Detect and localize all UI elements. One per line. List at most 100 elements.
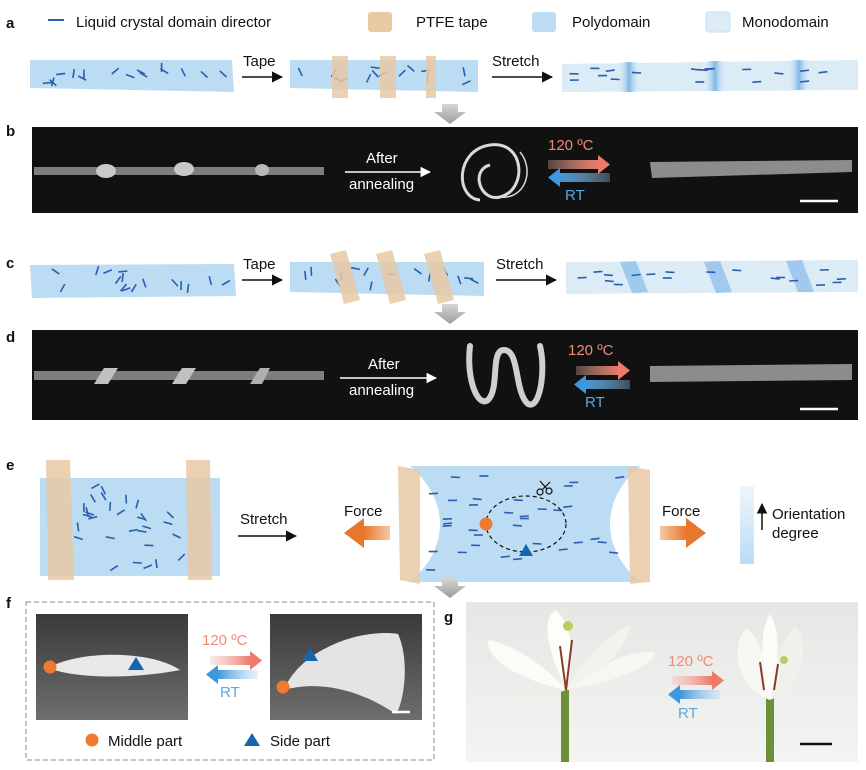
legend-director-label: Liquid crystal domain director [76, 14, 271, 31]
director-mark [121, 273, 124, 283]
director-mark [142, 278, 147, 288]
scissors-icon [536, 480, 553, 496]
panel-e: e Stretch Force Force Orientation degree [6, 457, 845, 598]
director-mark [91, 483, 100, 490]
middle-part-marker [479, 517, 493, 531]
director-mark [171, 278, 179, 287]
director-mark [504, 511, 514, 514]
director-mark [597, 541, 607, 544]
poly-band-a3 [788, 60, 810, 90]
panel-d: d After annealing 120 ºC RT [6, 329, 858, 420]
director-mark [172, 533, 182, 539]
director-mark [512, 524, 522, 527]
panel-label-f: f [6, 595, 12, 612]
side-part-marker [519, 544, 533, 556]
temp-hot-label-g: 120 ºC [668, 653, 714, 670]
director-mark [469, 278, 479, 285]
poly-band-a1 [618, 62, 640, 92]
director-mark [77, 75, 87, 81]
director-mark [512, 557, 523, 561]
coiled-film-b [460, 143, 528, 202]
director-mark [604, 279, 614, 283]
director-mark [593, 270, 603, 273]
director-mark [100, 491, 107, 501]
panel-label-d: d [6, 329, 15, 346]
director-mark [103, 269, 113, 274]
middle-part-marker [276, 680, 290, 694]
director-mark [116, 509, 126, 516]
tape-twist-d2 [172, 368, 196, 384]
director-mark [363, 267, 369, 276]
panel-label-g: g [444, 609, 453, 626]
director-mark [563, 505, 573, 508]
ptfe-tape-e4 [628, 466, 650, 584]
director-mark [603, 273, 613, 277]
ptfe-tape-e3 [398, 466, 420, 584]
cool-arrowhead-icon [668, 685, 680, 704]
director-mark [125, 73, 135, 79]
tape-twist-d1 [94, 368, 118, 384]
side-part-marker [302, 648, 318, 661]
director-mark [159, 68, 169, 75]
director-mark [142, 525, 152, 530]
director-mark [789, 279, 799, 282]
cool-arrowhead-icon [206, 665, 218, 684]
panel-label-b: b [6, 123, 15, 140]
temp-hot-label-f: 120 ºC [202, 632, 248, 649]
flat-film-f [48, 654, 180, 677]
director-marks-c1 [51, 266, 231, 293]
director-mark [472, 497, 482, 501]
force-arrow-right-icon [660, 526, 686, 540]
director-mark [297, 67, 303, 77]
down-arrow-icon [434, 578, 466, 598]
force-arrowhead-right-icon [686, 518, 706, 548]
panel-g: g 120 ºC RT [444, 602, 858, 762]
temp-hot-label-d: 120 ºC [568, 342, 614, 359]
director-mark [208, 276, 213, 286]
heat-arrowhead-icon [250, 651, 262, 670]
director-mark [59, 283, 66, 293]
heat-arrow-icon [210, 656, 250, 665]
orientation-gradient-bar [740, 486, 754, 564]
director-mark [532, 542, 542, 545]
step-stretch-label-e: Stretch [240, 511, 288, 528]
photo-g [466, 602, 858, 762]
cool-arrow-icon [560, 173, 610, 182]
director-mark [51, 268, 60, 275]
director-mark [462, 67, 466, 77]
mono-legend-swatch [705, 11, 731, 33]
director-mark [513, 499, 523, 502]
director-mark [558, 548, 568, 551]
director-mark [631, 71, 642, 74]
poly-band-c1 [620, 261, 648, 293]
director-mark [221, 279, 231, 286]
director-mark [428, 492, 438, 495]
after-label-d: After [368, 356, 400, 373]
director-mark [136, 69, 146, 75]
director-mark [137, 529, 147, 533]
director-mark [95, 266, 100, 276]
director-mark [219, 70, 228, 78]
director-mark [443, 522, 453, 525]
director-marks-a1 [42, 62, 228, 87]
director-mark [166, 511, 175, 519]
director-mark [128, 528, 138, 532]
director-mark [111, 67, 120, 75]
director-mark [609, 551, 619, 554]
heat-arrow-icon [576, 366, 620, 375]
panel-label-a: a [6, 15, 15, 32]
degree-label: degree [772, 525, 819, 542]
force-arrowhead-left-icon [344, 518, 364, 548]
force-arrow-left-icon [364, 526, 390, 540]
director-mark [500, 555, 510, 558]
director-mark [369, 281, 373, 291]
director-mark [450, 476, 460, 479]
cool-arrowhead-icon [548, 168, 560, 187]
middle-part-marker [43, 660, 57, 674]
legend-poly-label: Polydomain [572, 14, 650, 31]
ptfe-tape-a2 [380, 56, 396, 98]
director-mark [462, 80, 471, 86]
force-label-left: Force [344, 503, 382, 520]
flat-film-b [650, 160, 852, 178]
